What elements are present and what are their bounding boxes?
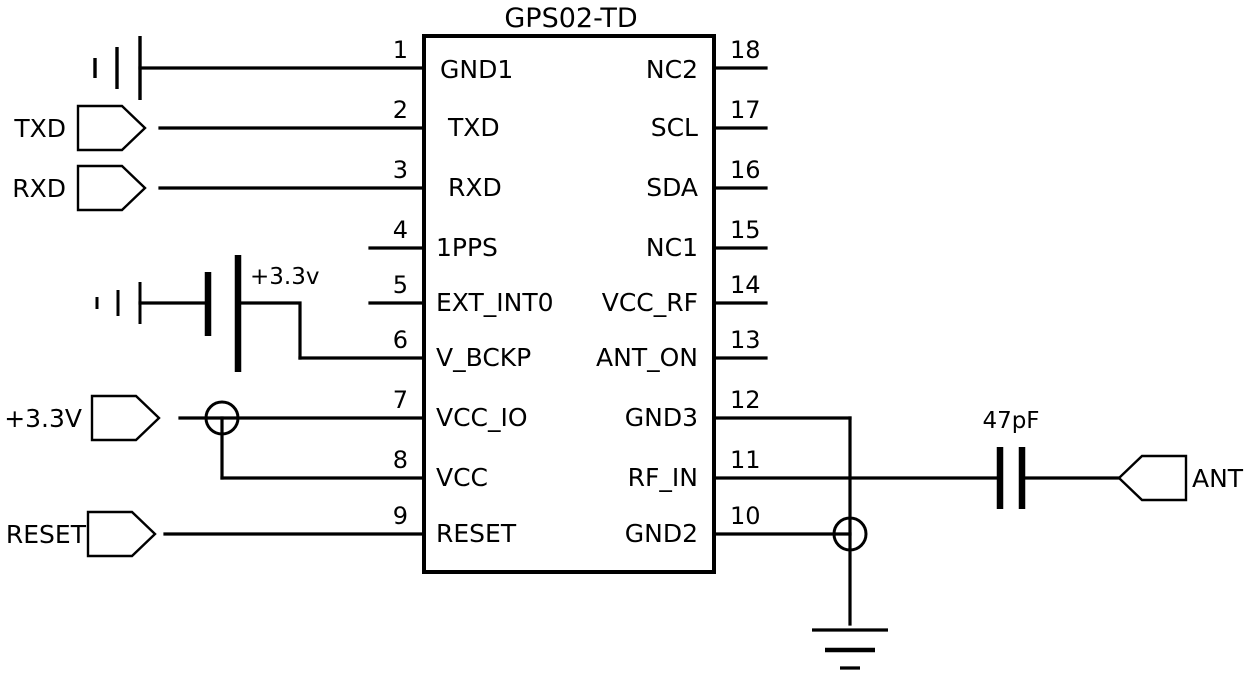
- pin-number-17: 17: [730, 96, 761, 124]
- pin-label-txd: TXD: [447, 113, 500, 142]
- pin-label-extint0: EXT_INT0: [436, 288, 554, 317]
- pin-number-9: 9: [393, 502, 408, 530]
- pin-number-3: 3: [393, 156, 408, 184]
- net-label-antenna: ANT: [1192, 464, 1244, 493]
- pin-number-6: 6: [393, 326, 408, 354]
- ground-mid-left-icon: [95, 282, 142, 324]
- pin-number-1: 1: [393, 36, 408, 64]
- pin-label-anton: ANT_ON: [596, 343, 698, 372]
- pin-number-18: 18: [730, 36, 761, 64]
- pin-number-14: 14: [730, 271, 761, 299]
- pin-number-2: 2: [393, 96, 408, 124]
- battery-value-label: +3.3v: [250, 264, 319, 290]
- pin-number-13: 13: [730, 326, 761, 354]
- pin-label-gnd1: GND1: [440, 55, 513, 84]
- battery-icon: [204, 255, 242, 372]
- pin-label-rfin: RF_IN: [628, 463, 698, 492]
- pin-number-11: 11: [730, 446, 761, 474]
- pin-label-scl: SCL: [651, 113, 698, 142]
- pin-number-8: 8: [393, 446, 408, 474]
- pin-label-1pps: 1PPS: [436, 233, 498, 262]
- pin-label-vbckp: V_BCKP: [436, 343, 531, 372]
- net-label-rxd: RXD: [12, 174, 66, 203]
- page-title: GPS02-TD: [504, 3, 637, 34]
- pin-number-16: 16: [730, 156, 761, 184]
- pin-label-vccio: VCC_IO: [436, 403, 528, 432]
- pin-label-reset: RESET: [436, 519, 517, 548]
- net-label-vcc-supply: +3.3V: [4, 404, 82, 433]
- connector-txd[interactable]: [76, 104, 147, 152]
- pin-number-7: 7: [393, 386, 408, 414]
- pin-label-vcc: VCC: [436, 463, 488, 492]
- pin-label-gnd2: GND2: [625, 519, 698, 548]
- pin-label-gnd3: GND3: [625, 403, 698, 432]
- ground-top-left-icon: [93, 36, 142, 100]
- pin-number-10: 10: [730, 502, 761, 530]
- pin-label-nc2: NC2: [646, 55, 698, 84]
- junction-gnd-icon: [832, 516, 868, 552]
- connector-reset[interactable]: [86, 510, 157, 558]
- connector-antenna[interactable]: [1117, 454, 1188, 502]
- capacitor-icon: [996, 447, 1026, 509]
- junction-vcc-icon: [204, 400, 240, 436]
- pin-number-4: 4: [393, 216, 408, 244]
- pin-label-rxd: RXD: [448, 173, 502, 202]
- capacitor-value-label: 47pF: [982, 408, 1039, 434]
- pin-label-vccrf: VCC_RF: [602, 288, 698, 317]
- ground-bottom-right-icon: [812, 628, 888, 670]
- pin-label-nc1: NC1: [646, 233, 698, 262]
- pin-number-5: 5: [393, 271, 408, 299]
- net-label-reset: RESET: [6, 520, 87, 549]
- wire-battery-to-vbckp: [236, 301, 302, 360]
- pin-number-15: 15: [730, 216, 761, 244]
- pin-number-12: 12: [730, 386, 761, 414]
- pin-label-sda: SDA: [646, 173, 698, 202]
- connector-vcc-supply[interactable]: [90, 394, 161, 442]
- net-label-txd: TXD: [13, 114, 66, 143]
- ic-body: [422, 34, 716, 574]
- connector-rxd[interactable]: [76, 164, 147, 212]
